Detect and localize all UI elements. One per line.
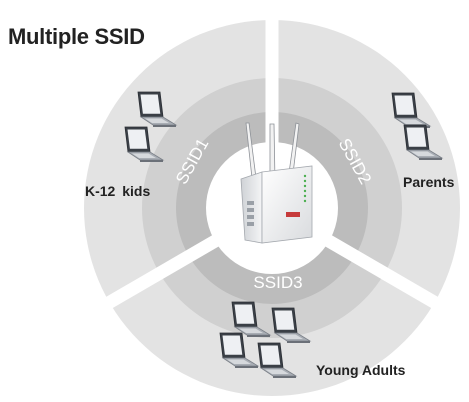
k12-kids-label: K-12 kids — [85, 183, 151, 199]
young-adults-label: Young Adults — [316, 362, 406, 378]
diagram-title: Multiple SSID — [8, 24, 145, 49]
parents-label: Parents — [403, 174, 455, 190]
wireless-router-icon — [240, 122, 313, 244]
ssid3-label: SSID3 — [253, 273, 302, 292]
